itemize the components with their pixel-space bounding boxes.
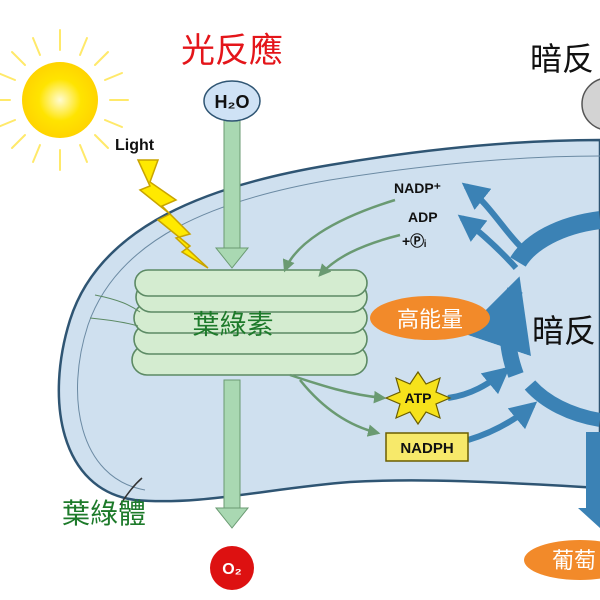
dark-reaction-label: 暗反: [532, 312, 596, 350]
nadp-return-arrow: [282, 198, 396, 273]
oxygen-flow-arrow: [214, 379, 250, 529]
light-bolt-icon: [136, 159, 209, 269]
chloroplast-pointer: [119, 477, 143, 506]
light-reaction-title: 光反應: [181, 31, 283, 71]
chloroplast-label: 葉綠體: [62, 497, 146, 530]
atp-star: [384, 370, 452, 426]
calvin-cycle: [447, 182, 600, 528]
sun-icon: [0, 29, 129, 171]
high-energy-label: 高能量: [397, 308, 463, 333]
dark-reaction-header: 暗反: [530, 40, 594, 78]
high-energy-badge: [370, 296, 490, 340]
adp-return-arrow: [318, 233, 401, 277]
to-atp-arrow: [289, 373, 387, 404]
adp-label: ADP: [408, 209, 438, 225]
to-nadph-arrow: [299, 379, 381, 437]
oxygen-label: O₂: [222, 561, 242, 578]
glucose-label: 葡萄: [552, 549, 596, 574]
thylakoid-stack: [89, 269, 368, 376]
atp-label: ATP: [405, 390, 432, 406]
chloroplast-inner-membrane: [77, 155, 600, 491]
water-bubble: [203, 80, 261, 122]
light-label: Light: [115, 137, 155, 154]
nadph-label: NADPH: [400, 440, 453, 457]
glucose-badge: [524, 540, 600, 580]
water-label: H₂O: [215, 92, 250, 112]
phosphate-label: +Ⓟᵢ: [402, 233, 426, 249]
nadph-box: [385, 432, 469, 462]
oxygen-bubble: [210, 546, 254, 590]
chlorophyll-label: 葉綠素: [193, 310, 274, 341]
nadp-plus-label: NADP⁺: [394, 180, 441, 196]
co2-bubble: [581, 78, 600, 130]
